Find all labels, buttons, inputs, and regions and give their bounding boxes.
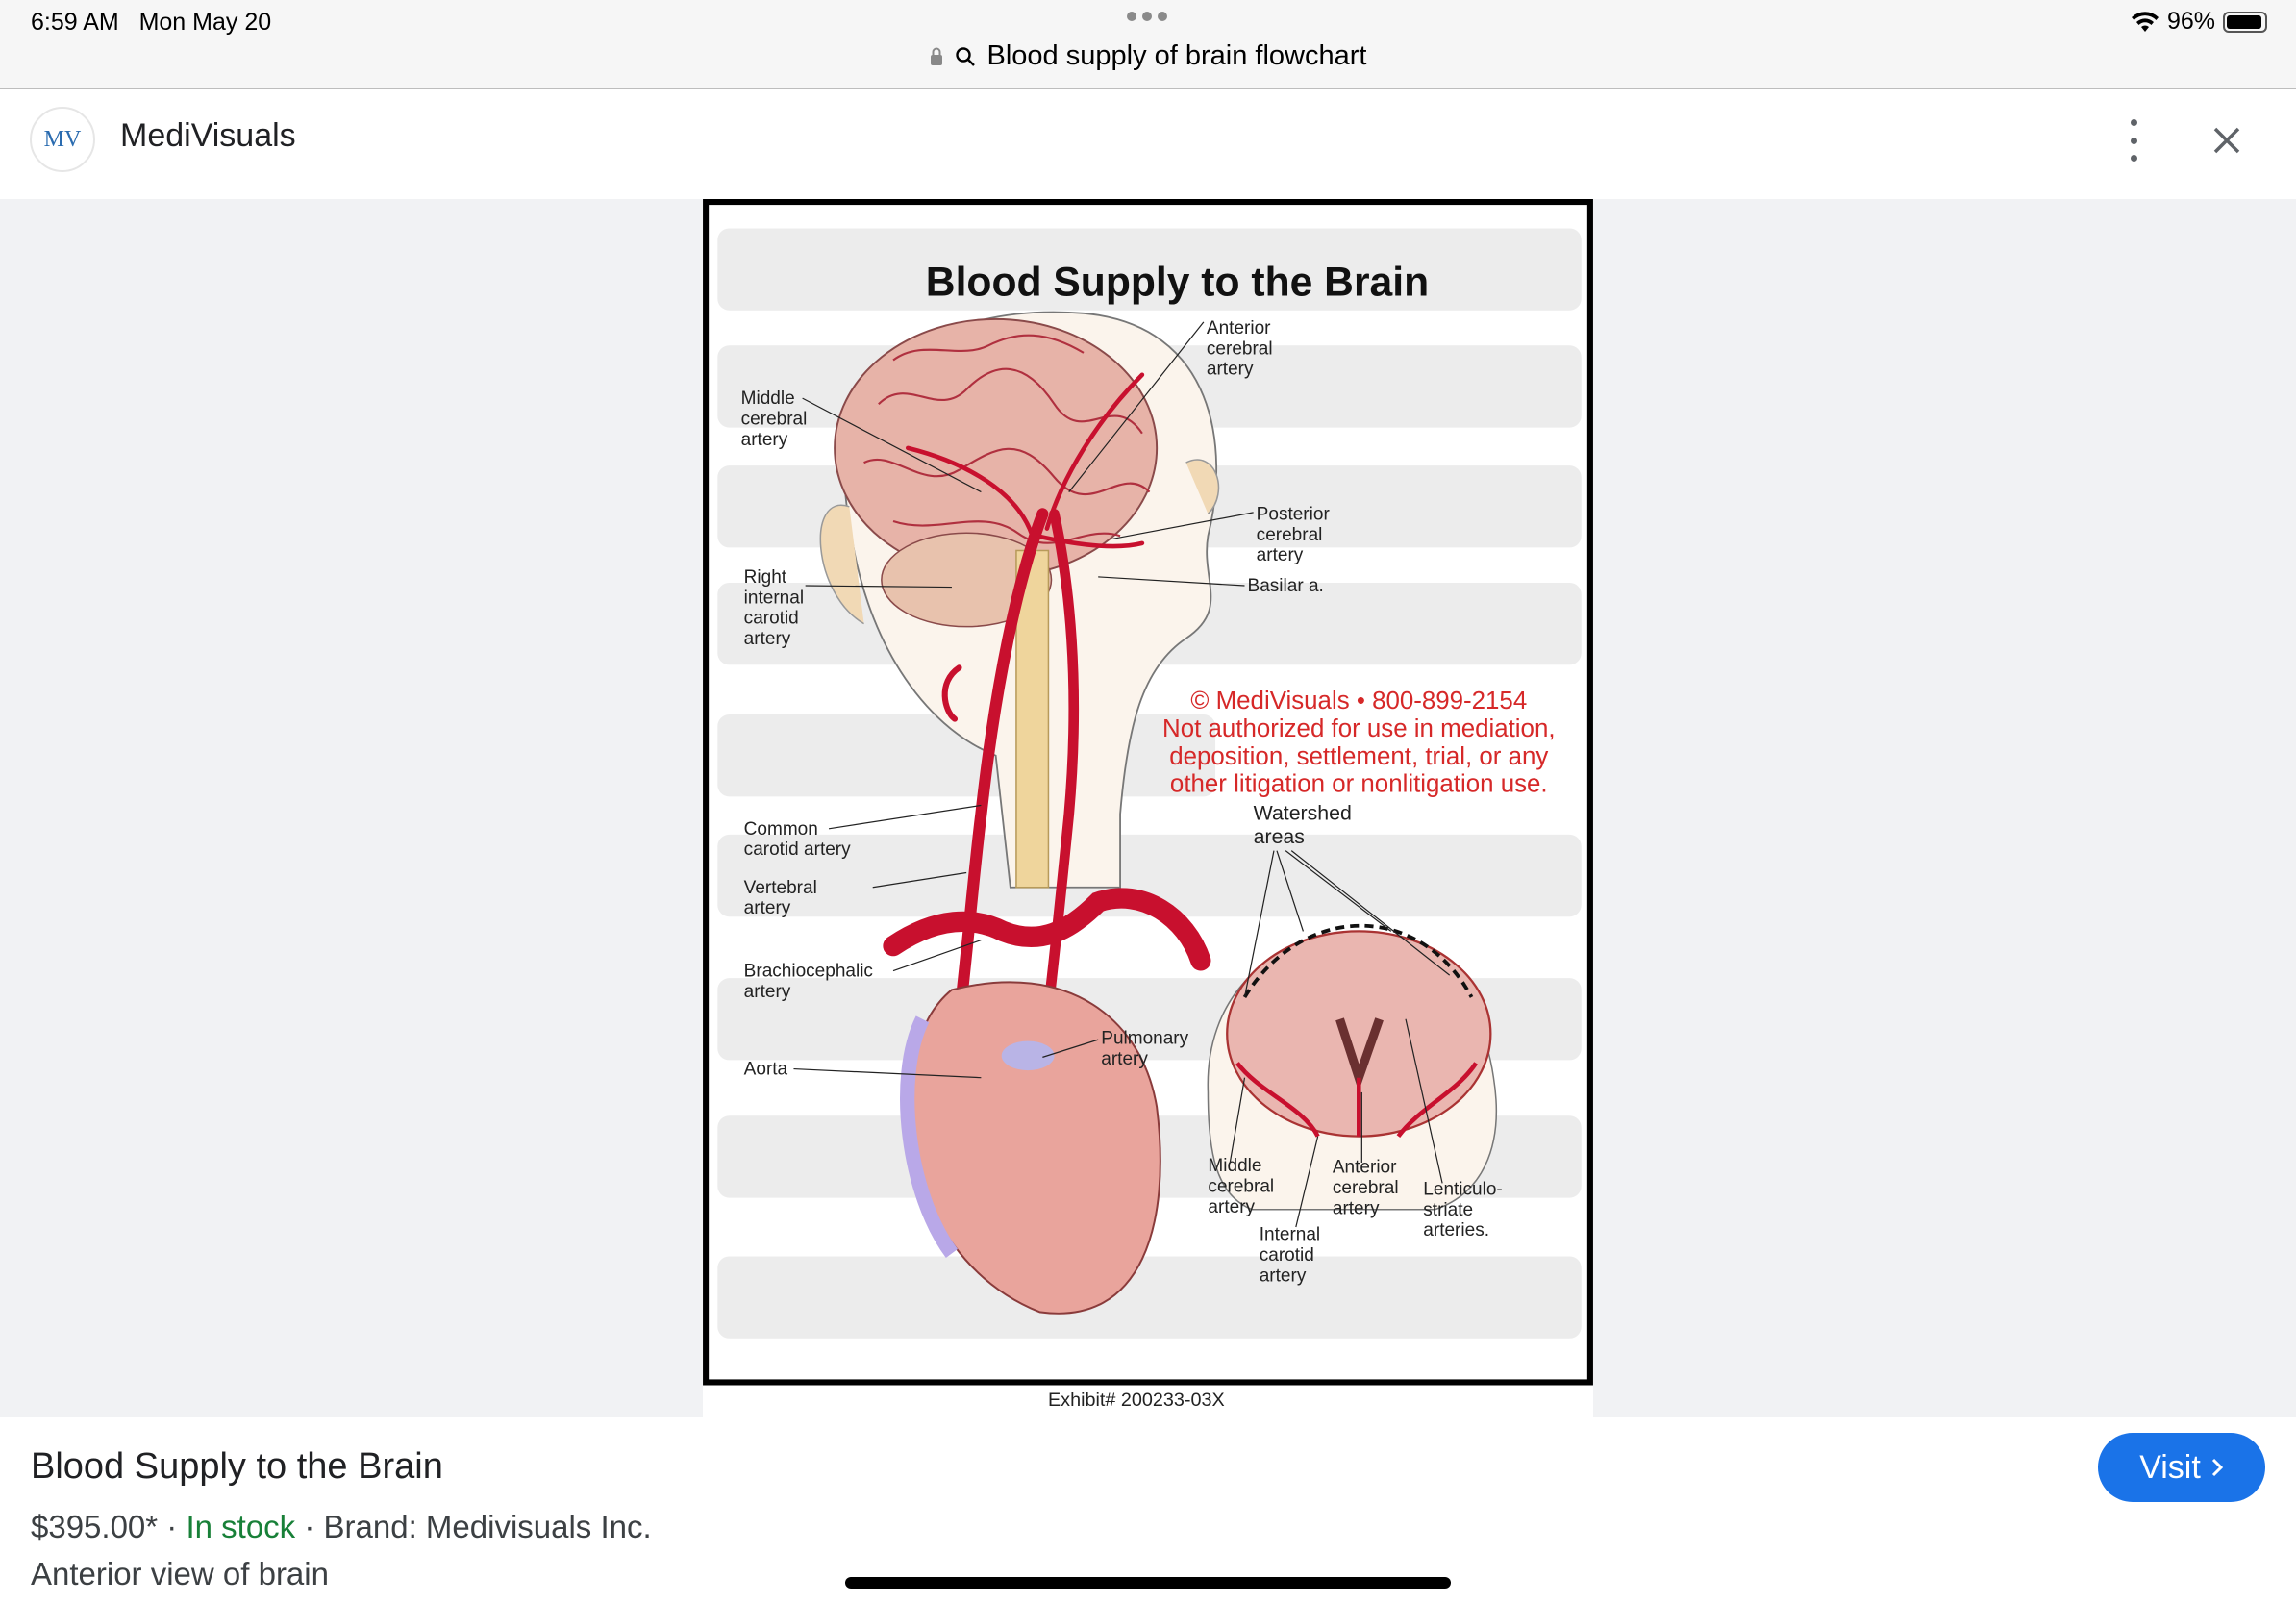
pulmonary-trunk bbox=[1001, 1040, 1055, 1071]
close-icon[interactable] bbox=[2208, 121, 2246, 160]
brand: Brand: Medivisuals Inc. bbox=[323, 1509, 652, 1544]
svg-text:© MediVisuals • 800-899-2154: © MediVisuals • 800-899-2154 bbox=[1190, 688, 1527, 714]
status-indicators: 96% bbox=[2131, 8, 2267, 36]
more-options-button[interactable] bbox=[2121, 119, 2146, 162]
product-image[interactable]: Blood Supply to the Brain bbox=[703, 199, 1593, 1417]
multitasking-dots[interactable] bbox=[1127, 12, 1167, 21]
svg-text:other litigation or nonlitigat: other litigation or nonlitigation use. bbox=[1170, 771, 1548, 798]
spine bbox=[1015, 549, 1050, 889]
illustration-title: Blood Supply to the Brain bbox=[926, 260, 1429, 306]
section-arteries bbox=[1235, 1062, 1479, 1138]
url-text: Blood supply of brain flowchart bbox=[986, 40, 1367, 71]
wifi-icon bbox=[2131, 11, 2159, 32]
svg-text:Not authorized for use in medi: Not authorized for use in mediation, bbox=[1162, 715, 1555, 742]
price: $395.00* bbox=[31, 1509, 159, 1544]
ear bbox=[819, 504, 864, 625]
leader-lines bbox=[793, 321, 1451, 1228]
brain-blood-supply-illustration: Blood Supply to the Brain bbox=[703, 199, 1593, 1411]
svg-text:deposition, settlement, trial,: deposition, settlement, trial, or any bbox=[1169, 743, 1548, 770]
watershed-dashes bbox=[1242, 924, 1474, 998]
product-info-panel: Blood Supply to the Brain $395.00* · In … bbox=[0, 1417, 2296, 1604]
svg-text:Aorta: Aorta bbox=[744, 1060, 788, 1080]
visit-button[interactable]: Visit bbox=[2098, 1433, 2265, 1502]
arteries bbox=[883, 372, 1211, 1025]
image-viewer: Blood Supply to the Brain bbox=[0, 199, 2296, 1577]
search-icon bbox=[955, 46, 975, 66]
battery-icon bbox=[2223, 11, 2267, 33]
site-header bbox=[0, 91, 2296, 199]
ear-right bbox=[1185, 459, 1220, 514]
cerebellum bbox=[881, 532, 1053, 628]
product-description: Anterior view of brain bbox=[31, 1556, 329, 1591]
site-logo: MV bbox=[30, 107, 95, 172]
exhibit-number: Exhibit# 200233-03X bbox=[1048, 1390, 1225, 1411]
address-bar[interactable]: Blood supply of brain flowchart bbox=[0, 40, 2296, 72]
stock-status: In stock bbox=[186, 1509, 296, 1544]
chevron-right-icon bbox=[2211, 1458, 2223, 1477]
status-time: 6:59 AM Mon May 20 bbox=[31, 9, 272, 36]
copyright-notice: © MediVisuals • 800-899-2154 Not authori… bbox=[1162, 688, 1555, 798]
product-title[interactable]: Blood Supply to the Brain bbox=[31, 1446, 443, 1487]
site-name[interactable]: MediVisuals bbox=[120, 117, 296, 154]
status-bar: 6:59 AM Mon May 20 96% Blood supply of b… bbox=[0, 0, 2296, 89]
svg-text:Basilar a.: Basilar a. bbox=[1248, 576, 1324, 596]
product-meta: $395.00* · In stock · Brand: Medivisuals… bbox=[31, 1509, 652, 1544]
image-border bbox=[703, 199, 1593, 1386]
home-indicator[interactable] bbox=[845, 1577, 1451, 1589]
vena-cava bbox=[900, 1015, 959, 1259]
battery-percent: 96% bbox=[2166, 8, 2215, 35]
lock-icon bbox=[930, 47, 942, 65]
